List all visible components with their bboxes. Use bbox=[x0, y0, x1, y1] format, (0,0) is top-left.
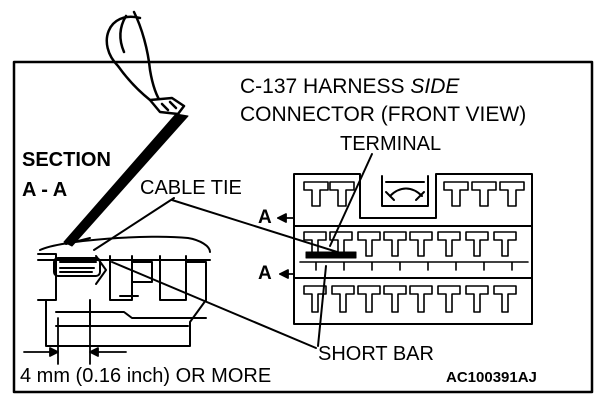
connector-title-line1: C-137 HARNESS SIDE bbox=[240, 76, 459, 97]
connector-title-line2: CONNECTOR (FRONT VIEW) bbox=[240, 103, 527, 126]
section-marker-lower: A bbox=[258, 263, 272, 284]
dimension-lines bbox=[23, 317, 127, 365]
section-marker-upper: A bbox=[258, 207, 272, 228]
connector-title-side-word: SIDE bbox=[410, 75, 460, 98]
short-bar-label: SHORT BAR bbox=[318, 343, 434, 365]
section-label-line1: SECTION bbox=[22, 149, 111, 171]
terminal-label: TERMINAL bbox=[340, 133, 442, 155]
connector-front-view bbox=[293, 173, 533, 325]
cable-tie-illustration bbox=[105, 10, 186, 116]
terminal-row-middle bbox=[299, 231, 529, 271]
terminal-row-bottom bbox=[303, 285, 517, 313]
dimension-label: 4 mm (0.16 inch) OR MORE bbox=[20, 365, 272, 387]
terminal-row-top bbox=[303, 181, 525, 207]
cable-tie-label: CABLE TIE bbox=[140, 177, 242, 199]
figure-code: AC100391AJ bbox=[446, 369, 537, 386]
section-label-line2: A - A bbox=[22, 179, 68, 201]
section-view bbox=[37, 235, 211, 347]
section-arrows bbox=[277, 213, 295, 279]
connector-title-line1-text: C-137 HARNESS bbox=[240, 75, 411, 98]
figure-border bbox=[12, 60, 594, 394]
